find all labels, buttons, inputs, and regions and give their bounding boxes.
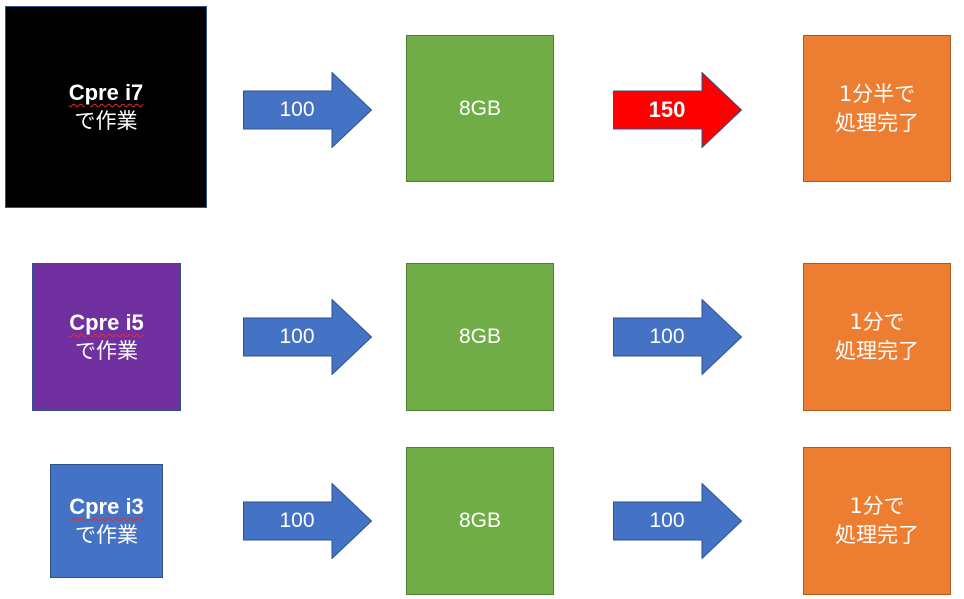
arrow-label: 100 (279, 98, 315, 121)
cpu-note: で作業 (75, 523, 138, 547)
arrow-cpu-to-memory: 100 (243, 299, 372, 375)
arrow-label: 100 (649, 325, 685, 348)
cpu-box-i3: Cpre i3 で作業 (50, 464, 163, 578)
memory-label: 8GB (458, 509, 502, 532)
result-line-2: 処理完了 (835, 110, 919, 135)
result-line-1: 1分で (849, 494, 905, 518)
right-arrow-icon (613, 299, 742, 375)
memory-box: 8GB (406, 35, 554, 182)
cpu-box-i5: Cpre i5 で作業 (32, 263, 181, 411)
right-arrow-icon (243, 72, 372, 148)
result-line-2: 処理完了 (835, 339, 919, 363)
right-arrow-icon (243, 483, 372, 559)
result-text: 1分で 処理完了 (835, 492, 919, 550)
result-line-1: 1分半で (838, 81, 916, 106)
cpu-note: で作業 (74, 109, 138, 133)
arrow-memory-to-result: 100 (613, 483, 742, 559)
arrow-label: 100 (279, 325, 315, 348)
memory-box: 8GB (406, 263, 554, 411)
result-box: 1分で 処理完了 (803, 447, 951, 595)
result-box: 1分半で 処理完了 (803, 35, 951, 182)
memory-label: 8GB (458, 96, 502, 120)
right-arrow-icon (613, 72, 742, 148)
right-arrow-icon (243, 299, 372, 375)
right-arrow-icon (613, 483, 742, 559)
arrow-memory-to-result: 150 (613, 72, 742, 148)
arrow-label: 100 (279, 509, 315, 532)
result-box: 1分で 処理完了 (803, 263, 951, 411)
arrow-memory-to-result: 100 (613, 299, 742, 375)
memory-box: 8GB (406, 447, 554, 595)
arrow-cpu-to-memory: 100 (243, 483, 372, 559)
cpu-name: Cpre i7 (68, 80, 144, 105)
result-line-1: 1分で (849, 310, 905, 334)
arrow-cpu-to-memory: 100 (243, 72, 372, 148)
cpu-box-i7: Cpre i7 で作業 (5, 6, 207, 208)
arrow-label: 150 (648, 97, 686, 122)
arrow-label: 100 (649, 509, 685, 532)
result-line-2: 処理完了 (835, 523, 919, 547)
result-text: 1分半で 処理完了 (835, 80, 919, 138)
cpu-note: で作業 (75, 339, 138, 363)
cpu-name: Cpre i5 (69, 310, 144, 335)
result-text: 1分で 処理完了 (835, 308, 919, 366)
memory-label: 8GB (458, 325, 502, 348)
cpu-name: Cpre i3 (69, 494, 144, 519)
